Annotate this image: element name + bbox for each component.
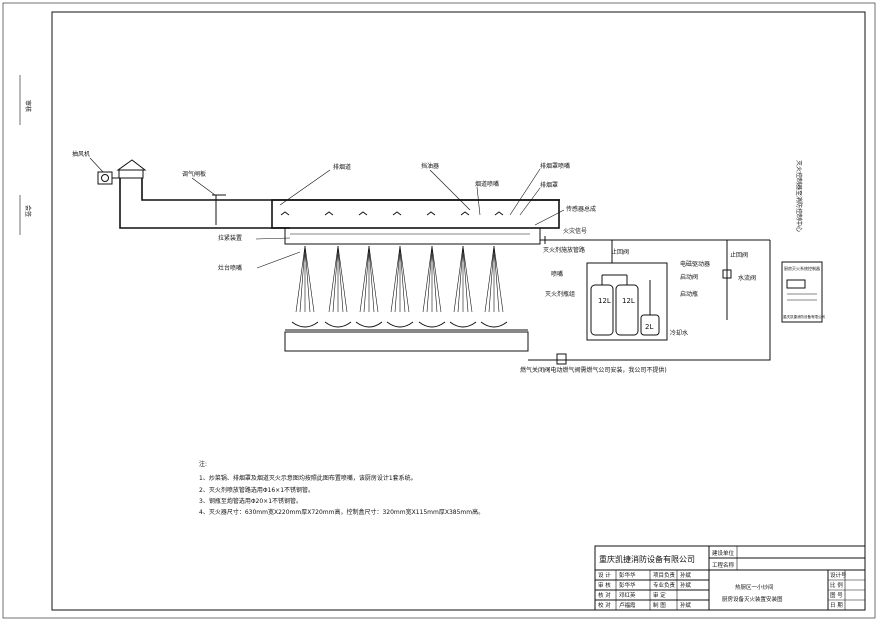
tb-r3-c0: 校 对	[598, 601, 611, 609]
title-block: 重庆凯捷消防设备有限公司 建设单位 工程名称 热厨区一小炒间 厨房设备灭火装置安…	[594, 545, 866, 611]
note-3: 3、钢瓶至炮管选用Φ20×1不锈钢管。	[199, 497, 302, 505]
note-1: 1、炒菜锅、排烟罩及烟道灭火示意图均按照此图布置喷嘴，该厨房设计1套系统。	[199, 474, 417, 482]
bottle-2l: 2L	[645, 323, 653, 331]
label-agent-bottles: 灭火剂瓶组	[545, 290, 575, 298]
agent-cabinet: 12L 12L 2L	[586, 262, 668, 341]
controller-vertical-label: 灭火控制器至消防控制中心	[795, 160, 803, 232]
note-4: 4、灭火器尺寸：630mm宽X220mm厚X720mm高，控制盒尺寸：320mm…	[199, 508, 484, 516]
label-return-valve-2: 止回阀	[730, 251, 748, 259]
label-agent-pipe: 灭火剂施放管路	[543, 246, 585, 254]
tb-r0-c2: 项目负责	[653, 571, 676, 579]
agent-piping	[540, 239, 770, 320]
label-pull-device: 拉紧装置	[218, 234, 242, 242]
label-gas-valve: 燃气关闭阀	[520, 366, 550, 374]
label-smoke-duct: 排烟道	[333, 163, 351, 171]
tb-r3-c2: 制 图	[653, 601, 666, 609]
tb-r0-c3: 孙斌	[680, 571, 692, 579]
stove	[284, 321, 529, 352]
leader-lines	[89, 157, 565, 269]
spray-cones	[295, 245, 504, 313]
label-damper: 调气闸板	[182, 170, 206, 178]
tb-right-3: 日 期	[830, 602, 843, 609]
tb-r0-c0: 设 计	[598, 571, 611, 579]
label-fire-signal: 火灾信号	[563, 227, 587, 235]
tb-r1-c1: 彭华华	[619, 581, 636, 589]
label-gas-note: (电动燃气阀需燃气公司安装，我公司不提供)	[548, 366, 667, 374]
drawing-title-1: 热厨区一小炒间	[735, 583, 774, 591]
hood	[271, 199, 574, 245]
notes: 注: 1、炒菜锅、排烟罩及烟道灭火示意图均按照此图布置喷嘴，该厨房设计1套系统。…	[199, 460, 484, 516]
label-exhaust-fan: 抽风机	[72, 150, 90, 158]
tb-r1-c3: 孙斌	[680, 581, 692, 589]
label-water-valve: 水流阀	[738, 274, 756, 282]
drawing-title-2: 厨房设备灭火装置安装图	[722, 595, 783, 603]
tb-r1-c0: 审 核	[598, 581, 611, 589]
label-start-valve: 启动阀	[680, 273, 698, 281]
tb-r0-c1: 彭华华	[619, 571, 636, 579]
side-tag-1: 审核	[24, 100, 32, 112]
label-hood-nozzle: 排烟罩喷嘴	[540, 162, 570, 170]
side-tag-2: 会签	[24, 205, 32, 217]
tb-r2-c1: 邓红英	[619, 591, 636, 599]
project-label: 工程名称	[712, 561, 735, 569]
tb-r3-c1: 卢福霞	[619, 601, 636, 609]
note-2: 2、灭火剂喷放管路选用Φ16×1不锈钢管。	[199, 486, 314, 494]
panel-footer: 重庆凯捷消防设备有限公司	[783, 314, 825, 319]
gas-line	[528, 240, 771, 365]
tb-right-0: 设计号	[830, 571, 847, 579]
control-panel: 厨房灭火系统控制器 重庆凯捷消防设备有限公司 灭火控制器至消防控制中心	[781, 160, 825, 323]
company-name: 重庆凯捷消防设备有限公司	[599, 554, 695, 564]
label-start-bottle: 启动瓶	[680, 290, 698, 298]
tb-r1-c2: 专业负责	[653, 581, 676, 589]
label-return-valve-1: 止回阀	[611, 248, 629, 256]
bottle-12l-b: 12L	[622, 297, 635, 305]
label-hood: 排烟罩	[540, 181, 558, 189]
build-unit-label: 建设单位	[712, 549, 735, 557]
label-filter: 挡油器	[421, 162, 439, 170]
tb-r2-c0: 核 对	[598, 591, 611, 599]
tb-r2-c2: 审 定	[653, 591, 666, 599]
tb-r3-c3: 孙斌	[680, 601, 692, 609]
label-duct-nozzle: 烟道喷嘴	[475, 180, 499, 188]
exhaust-fan	[97, 159, 147, 185]
label-solenoid: 电磁驱动器	[680, 260, 710, 268]
label-cooling-water: 冷却水	[670, 329, 688, 337]
notes-title: 注:	[199, 460, 207, 468]
left-margin-tags: 审核 会签	[19, 75, 32, 235]
label-nozzle-main: 喷嘴	[551, 270, 563, 278]
panel-title: 厨房灭火系统控制器	[784, 265, 820, 271]
tb-right-2: 图 号	[830, 591, 843, 599]
label-stove-nozzle: 灶台喷嘴	[218, 264, 242, 272]
label-sensor-line: 传感器总成	[566, 205, 596, 213]
bottle-12l-a: 12L	[598, 297, 611, 305]
inner-frame	[51, 11, 866, 611]
tb-right-1: 比 例	[830, 581, 843, 589]
duct-nozzles	[280, 211, 530, 235]
